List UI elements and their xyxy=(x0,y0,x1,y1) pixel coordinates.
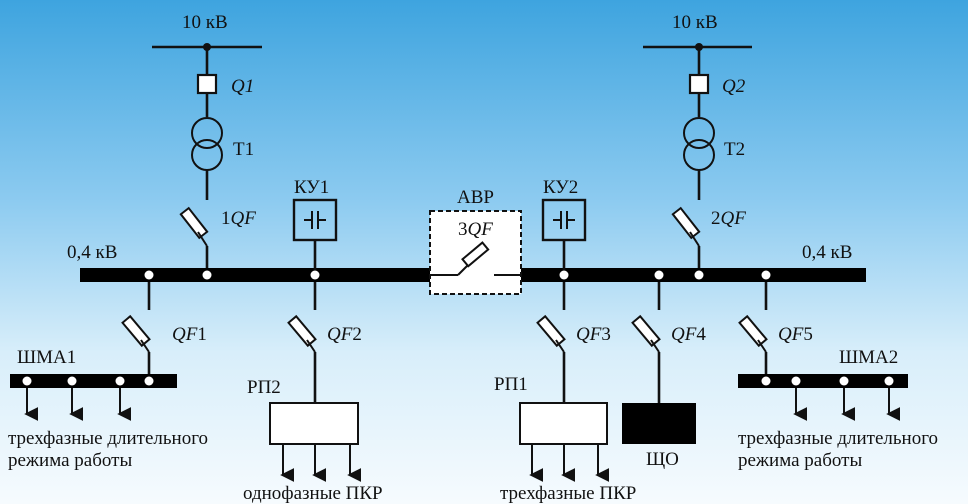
avr-label: АВР xyxy=(457,187,494,208)
qf2-label: QF2 xyxy=(327,324,362,345)
load-left-line1: трехфазные длительного xyxy=(8,428,208,449)
qf3-label: QF3 xyxy=(576,324,611,345)
bus-node xyxy=(144,270,154,280)
feeder-qf5: QF5 xyxy=(738,282,813,374)
rp1-label: РП1 xyxy=(494,374,528,395)
bus-node xyxy=(310,270,320,280)
bus-node xyxy=(654,270,664,280)
feeder-qf1: QF1 xyxy=(121,282,207,374)
main-breaker-2qf-label: 2QF xyxy=(711,208,746,229)
bus-node xyxy=(202,270,212,280)
hv-left-label: 10 кВ xyxy=(182,12,228,33)
ku1-capacitor-bank: КУ1 xyxy=(292,177,338,270)
qf4-label: QF4 xyxy=(671,324,706,345)
q1-label: Q1 xyxy=(231,76,254,97)
shma1-busway: ШМА1 трехфазные длительного режима работ… xyxy=(8,347,208,471)
t1-transformer xyxy=(191,117,223,171)
t2-label: Т2 xyxy=(724,139,745,160)
load-right-line1: трехфазные длительного xyxy=(738,428,938,449)
main-breaker-2qf xyxy=(671,206,701,247)
rp2-panel: РП2 однофазные ПКР xyxy=(243,377,383,504)
ku2-label: КУ2 xyxy=(543,177,578,198)
lv-bus-left-section xyxy=(80,268,430,282)
ku2-capacitor-bank: КУ2 xyxy=(541,177,587,270)
main-breaker-1qf xyxy=(179,206,209,247)
bus-node xyxy=(761,270,771,280)
left-transformer-feeder: 10 кВ Q1 Т1 1QF xyxy=(152,12,262,270)
lv-bus-right-section xyxy=(521,268,866,282)
main-breaker-1qf-label: 1QF xyxy=(221,208,256,229)
shchо-lighting-panel: ЩО xyxy=(622,403,696,470)
load-left-line2: режима работы xyxy=(8,450,132,471)
ku1-label: КУ1 xyxy=(294,177,329,198)
t2-transformer xyxy=(683,117,715,171)
shma2-label: ШМА2 xyxy=(839,347,898,368)
bus-node xyxy=(694,270,704,280)
lv-right-label: 0,4 кВ xyxy=(802,242,852,263)
bus-node xyxy=(559,270,569,280)
q2-switch xyxy=(688,73,710,95)
qf5-label: QF5 xyxy=(778,324,813,345)
t1-label: Т1 xyxy=(233,139,254,160)
load-rp2: однофазные ПКР xyxy=(243,483,383,504)
tie-breaker-3qf-label: 3QF xyxy=(458,219,493,240)
load-right-line2: режима работы xyxy=(738,450,862,471)
shchо-label: ЩО xyxy=(646,449,679,470)
lv-busbar: 0,4 кВ 0,4 кВ xyxy=(67,242,866,282)
rp2-label: РП2 xyxy=(247,377,281,398)
rp1-panel: РП1 трехфазные ПКР xyxy=(494,374,636,504)
feeder-qf3: QF3 xyxy=(536,282,611,403)
hv-right-label: 10 кВ xyxy=(672,12,718,33)
shma1-label: ШМА1 xyxy=(17,347,76,368)
load-rp1: трехфазные ПКР xyxy=(500,483,636,504)
q2-label: Q2 xyxy=(722,76,746,97)
feeder-qf2: QF2 xyxy=(287,282,362,403)
shma2-busway: ШМА2 трехфазные длительного режима работ… xyxy=(738,347,938,471)
qf1-label: QF1 xyxy=(172,324,207,345)
feeder-qf4: QF4 xyxy=(631,282,706,403)
lv-left-label: 0,4 кВ xyxy=(67,242,117,263)
right-transformer-feeder: 10 кВ Q2 Т2 2QF xyxy=(643,12,752,270)
avr-tie-breaker: АВР 3QF xyxy=(429,187,522,295)
q1-switch xyxy=(196,73,218,95)
